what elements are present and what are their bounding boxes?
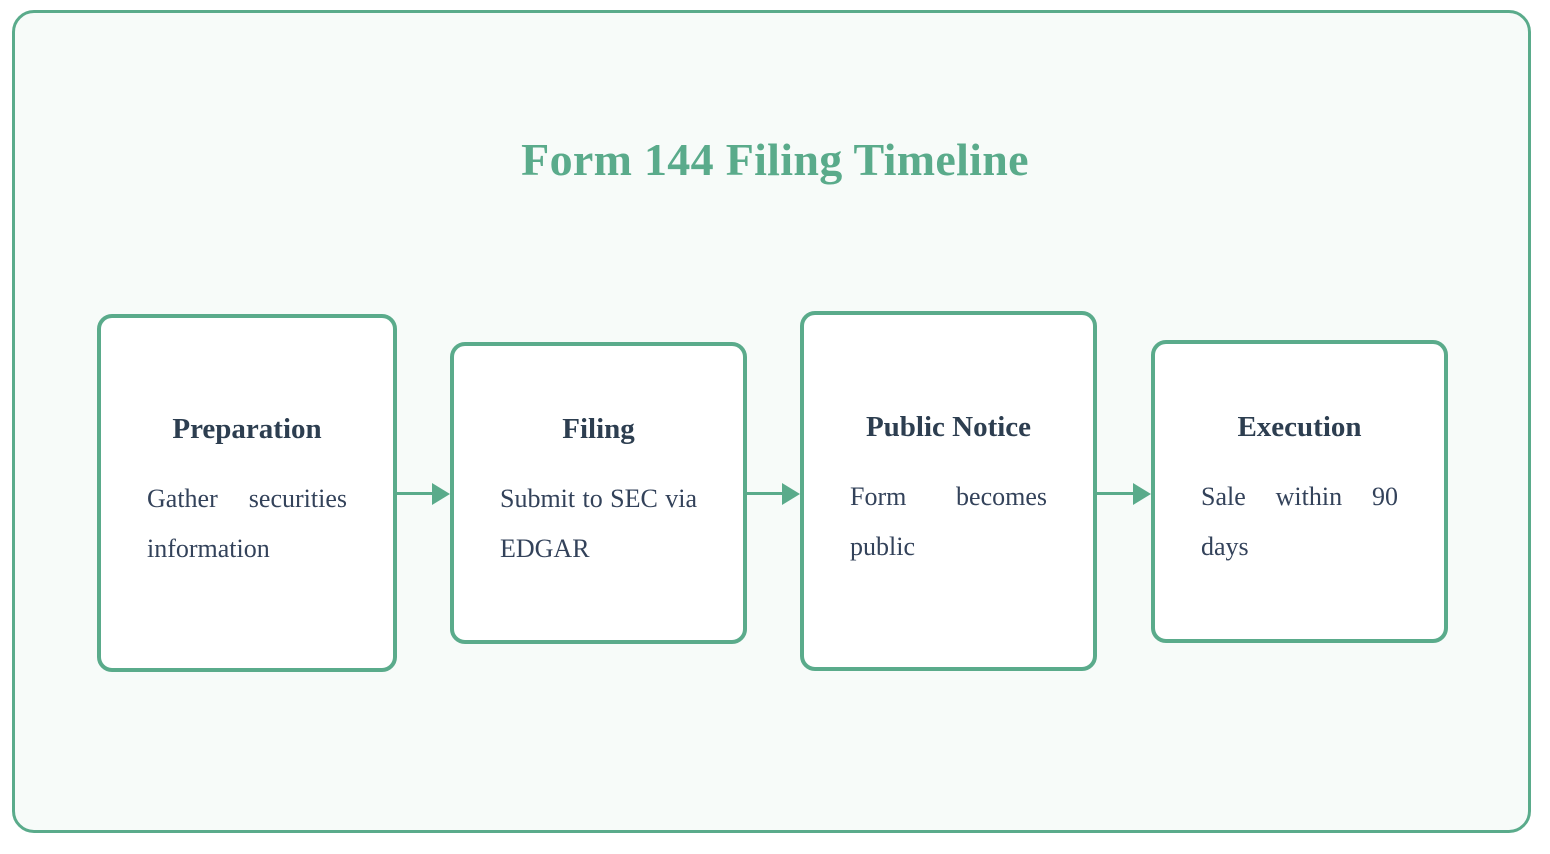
arrow-shaft [747,492,785,495]
arrow-shaft [1097,492,1136,495]
arrow-right-icon-filing-to-notice [747,479,800,509]
arrow-head [782,483,800,505]
flow-node-filing[interactable]: Filing Submit to SEC via EDGAR [450,342,747,644]
flow-node-description: Gather securities information [147,483,347,563]
flow-node-public-notice[interactable]: Public Notice Form becomes public [800,311,1097,671]
arrow-head [1133,483,1151,505]
flow-node-execution[interactable]: Execution Sale within 90 days [1151,340,1448,643]
flow-node-description: Sale within 90 days [1201,482,1398,562]
flow-node-description: Form becomes public [850,481,1047,561]
flow-node-title: Filing [562,412,635,445]
arrow-right-icon-prep-to-filing [397,479,450,509]
arrow-right-icon-notice-to-execution [1097,479,1151,509]
flow-node-title: Preparation [172,412,322,445]
arrow-shaft [397,492,435,495]
flow-node-description: Submit to SEC via EDGAR [500,483,697,563]
flow-node-title: Public Notice [865,410,1032,443]
flow-node-preparation[interactable]: Preparation Gather securities informatio… [97,314,397,672]
flow-node-title: Execution [1237,411,1362,444]
page-title: Form 144 Filing Timeline [521,134,1029,185]
arrow-head [432,483,450,505]
